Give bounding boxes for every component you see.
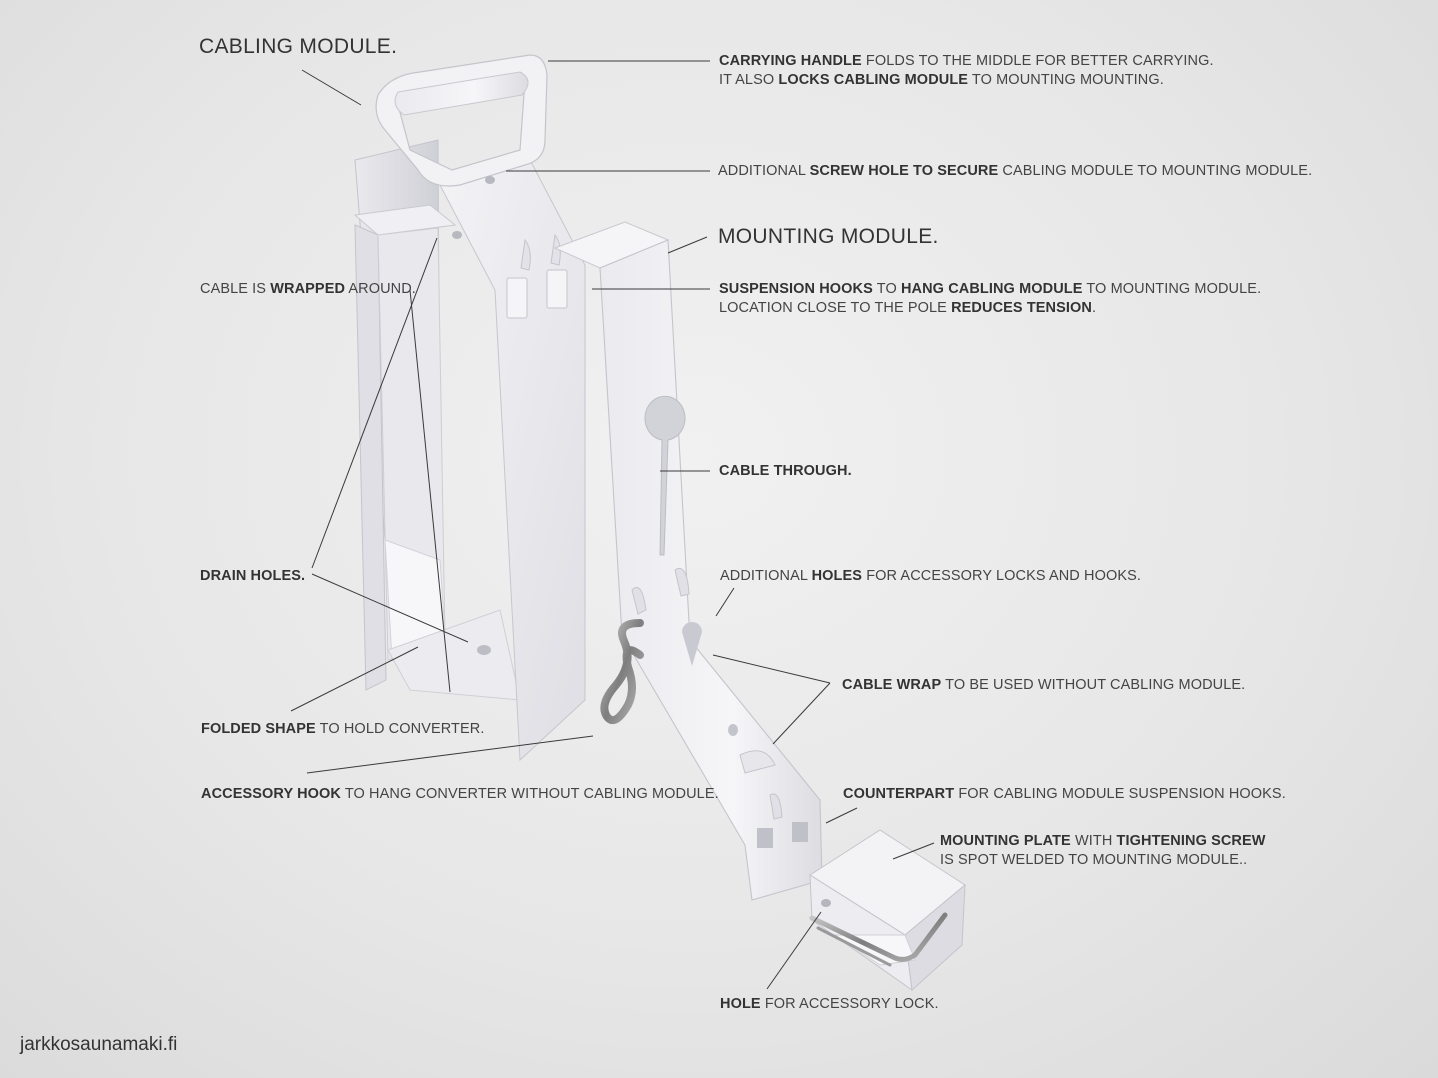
suspension-hook	[546, 269, 568, 309]
cabling-module-title: CABLING MODULE.	[199, 35, 398, 58]
callout-cable-wrap: CABLE WRAP TO BE USED WITHOUT CABLING MO…	[842, 677, 1246, 693]
callout-mounting-plate: MOUNTING PLATE WITH TIGHTENING SCREW IS …	[940, 833, 1266, 868]
mounting-module	[553, 221, 823, 901]
cabling-module	[353, 54, 586, 762]
accessory-hook	[600, 619, 644, 725]
accessory-lock-hole	[821, 899, 831, 907]
accessory-hole	[682, 622, 702, 666]
suspension-hook	[506, 277, 528, 319]
callout-folded-shape: FOLDED SHAPE TO HOLD CONVERTER.	[201, 721, 485, 737]
callout-drain-holes: DRAIN HOLES.	[200, 568, 306, 584]
callout-cable-through: CABLE THROUGH.	[719, 463, 852, 479]
counterpart-slot	[792, 822, 808, 842]
mounting-module-title: MOUNTING MODULE.	[718, 225, 939, 248]
counterpart-slot	[757, 828, 773, 848]
callout-counterpart: COUNTERPART FOR CABLING MODULE SUSPENSIO…	[843, 786, 1286, 802]
mounting-plate	[809, 829, 966, 992]
callout-hole-accessory-lock: HOLE FOR ACCESSORY LOCK.	[720, 996, 939, 1012]
screw-hole	[485, 176, 495, 184]
leader-lines	[290, 60, 935, 990]
cable-through-slot	[644, 395, 686, 556]
callout-screw-hole: ADDITIONAL SCREW HOLE TO SECURE CABLING …	[718, 163, 1313, 179]
callout-additional-holes: ADDITIONAL HOLES FOR ACCESSORY LOCKS AND…	[720, 568, 1142, 584]
callout-suspension-hooks: SUSPENSION HOOKS TO HANG CABLING MODULE …	[719, 281, 1262, 316]
callout-cable-wrapped: CABLE IS WRAPPED AROUND.	[200, 281, 416, 297]
tightening-screw	[809, 912, 948, 962]
drain-hole	[477, 645, 491, 655]
callout-carrying-handle: CARRYING HANDLE FOLDS TO THE MIDDLE FOR …	[719, 53, 1214, 88]
callout-accessory-hook: ACCESSORY HOOK TO HANG CONVERTER WITHOUT…	[201, 786, 719, 802]
credit-link[interactable]: jarkkosaunamaki.fi	[20, 1034, 178, 1055]
